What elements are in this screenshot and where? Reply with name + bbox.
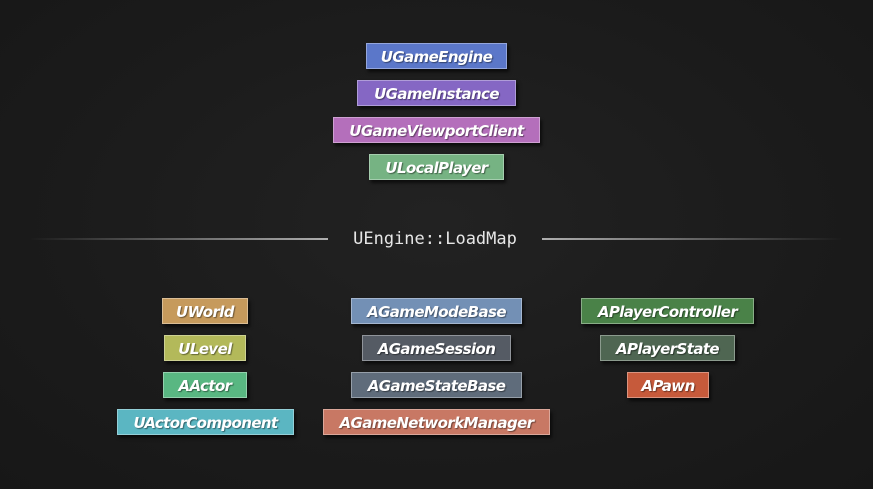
tag-agamesession: AGameSession <box>362 335 511 361</box>
tag-agamemodebase: AGameModeBase <box>351 298 522 324</box>
tag-ulocalplayer: ULocalPlayer <box>369 154 504 180</box>
divider-line-right <box>542 238 842 240</box>
tag-ulevel: ULevel <box>164 335 246 361</box>
tag-ugameinstance: UGameInstance <box>357 80 516 106</box>
divider-line-left <box>30 238 328 240</box>
divider-label: UEngine::LoadMap <box>353 229 517 249</box>
tag-agamenetworkmanager: AGameNetworkManager <box>323 409 550 435</box>
tag-aplayercontroller: APlayerController <box>581 298 754 324</box>
tag-uworld: UWorld <box>162 298 248 324</box>
tag-ugameengine: UGameEngine <box>366 43 507 69</box>
tag-agamestatebase: AGameStateBase <box>351 372 522 398</box>
tag-aplayerstate: APlayerState <box>600 335 735 361</box>
tag-aactor: AActor <box>163 372 247 398</box>
tag-uactorcomponent: UActorComponent <box>117 409 294 435</box>
tag-apawn: APawn <box>627 372 709 398</box>
tag-ugameviewportclient: UGameViewportClient <box>333 117 540 143</box>
